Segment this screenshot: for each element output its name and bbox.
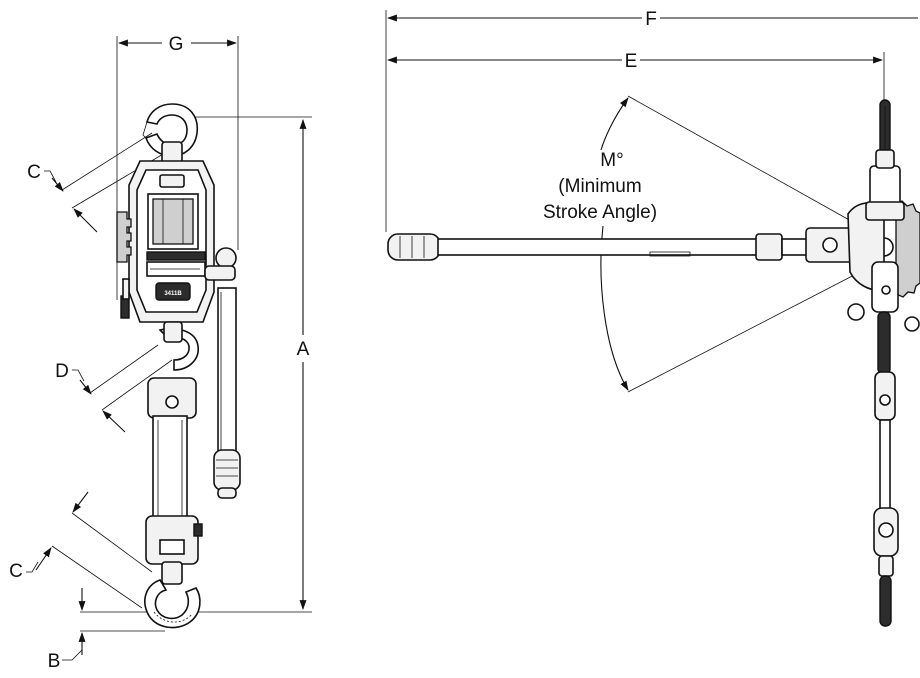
stroke-angle-line2: Stroke Angle): [543, 202, 657, 223]
label-b: B: [48, 651, 61, 672]
stroke-angle-symbol: M°: [600, 150, 623, 171]
front-view: G A B C: [9, 34, 312, 672]
dimension-e: E: [387, 51, 885, 100]
bottom-hook: [144, 561, 201, 629]
dimension-f: F: [385, 9, 918, 232]
dimension-c-upper: C: [27, 132, 171, 233]
stroke-angle-line1: (Minimum: [558, 176, 641, 197]
side-lever: [204, 247, 241, 499]
label-a: A: [297, 339, 310, 360]
hoist-body: 3411B: [128, 160, 215, 323]
side-gear: [116, 211, 132, 319]
dimension-c-lower: C: [9, 491, 153, 609]
lower-chain: [873, 311, 899, 627]
label-d: D: [55, 361, 69, 382]
model-marking: 3411B: [164, 291, 182, 297]
dimension-b: B: [48, 588, 165, 672]
handle-horizontal: [387, 227, 894, 263]
label-g: G: [169, 34, 184, 55]
side-view: F E M° (Minimum Stroke Angle): [385, 9, 920, 627]
middle-hook: [158, 321, 199, 371]
top-chain: [875, 99, 895, 169]
label-c-upper: C: [27, 162, 41, 183]
label-e: E: [625, 51, 638, 72]
label-f: F: [645, 9, 657, 30]
gear-housing: [847, 165, 920, 332]
label-c-lower: C: [9, 561, 23, 582]
lower-strap: [145, 377, 203, 565]
top-hook: [142, 103, 199, 165]
dimension-d: D: [55, 344, 173, 433]
dimension-a: A: [186, 116, 312, 613]
stroke-angle: M° (Minimum Stroke Angle): [543, 95, 861, 393]
